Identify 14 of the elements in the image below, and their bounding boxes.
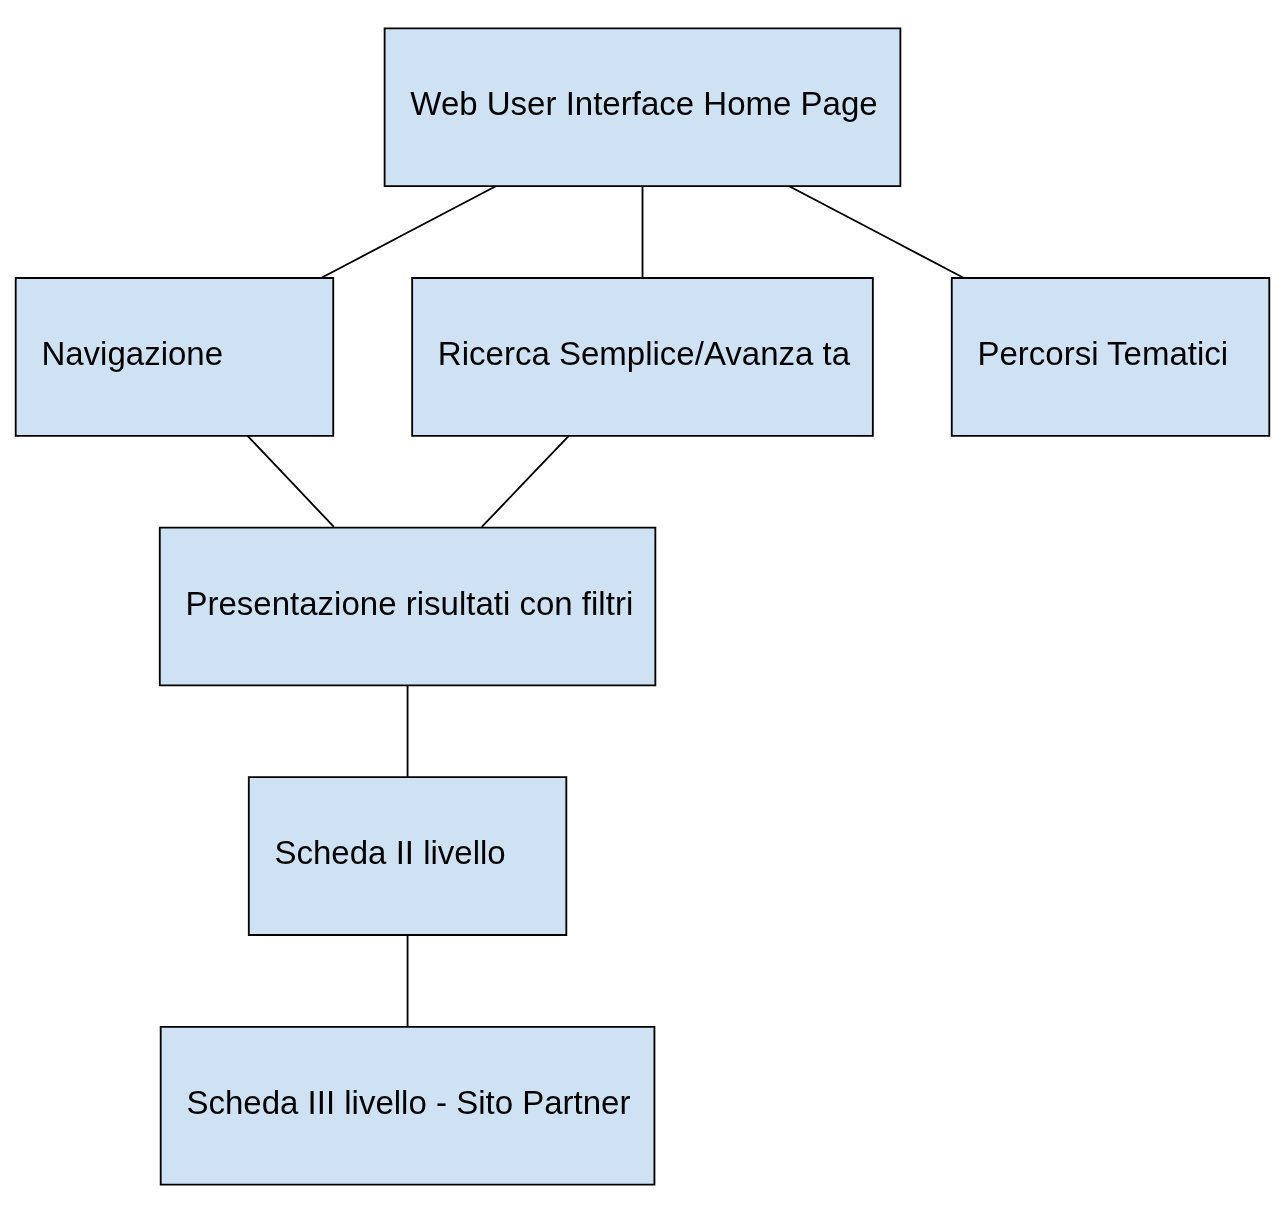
node-box: Web User Interface Home Page	[383, 27, 902, 188]
connector	[406, 684, 409, 778]
connector	[641, 185, 644, 279]
connector	[406, 934, 409, 1028]
connector	[788, 185, 965, 279]
connector	[320, 185, 497, 279]
node-box: Presentazione risultati con filtri	[158, 526, 657, 687]
node-box: Navigazione	[14, 277, 335, 437]
node-box: Percorsi Tematici	[950, 277, 1271, 437]
connector	[246, 434, 335, 528]
connector	[480, 434, 570, 528]
node-box: Scheda III livello - Sito Partner	[159, 1025, 656, 1186]
node-box: Ricerca Semplice/Avanza ta	[411, 277, 874, 437]
node-box: Scheda II livello	[247, 776, 568, 936]
